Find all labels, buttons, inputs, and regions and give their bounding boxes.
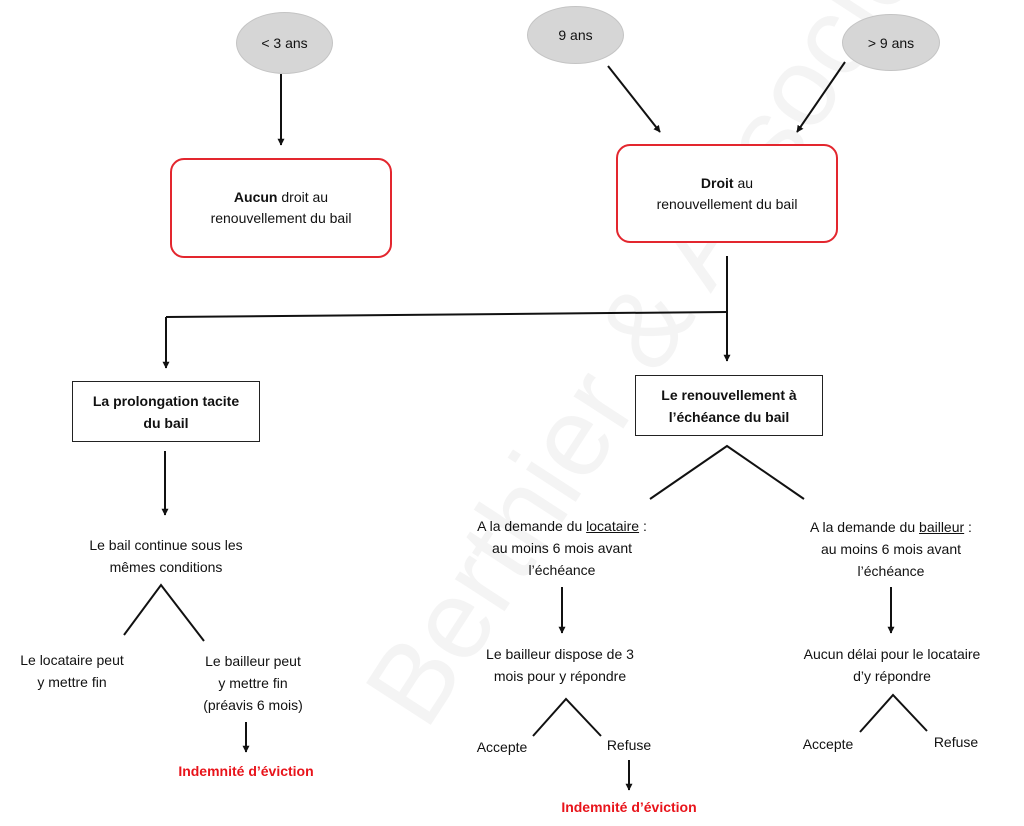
aucun-delai-line2: d’y répondre: [853, 668, 931, 684]
right-accepte-label: Accepte: [802, 736, 854, 752]
duration-gt9-label: > 9 ans: [867, 34, 915, 51]
indemnite-mid-text: Indemnité d’éviction: [561, 799, 697, 815]
right-bold: Droit: [700, 174, 734, 191]
aucun-delai-text: Aucun délai pour le locataire d’y répond…: [782, 643, 1002, 687]
prolongation-box: La prolongation tacite du bail: [72, 381, 260, 442]
no-right-line2: renouvellement du bail: [210, 210, 352, 226]
arrow-gt9-to-right: [796, 61, 846, 133]
right-line2: renouvellement du bail: [656, 195, 798, 212]
aucun-delai-line1: Aucun délai pour le locataire: [803, 646, 981, 662]
mid-accepte-label: Accepte: [476, 739, 528, 755]
fork-renouvellement: [649, 444, 805, 500]
bail-continue-text: Le bail continue sous les mêmes conditio…: [60, 534, 272, 578]
bailleur-fin-text: Le bailleur peut y mettre fin (préavis 6…: [180, 650, 326, 716]
no-right-rest: droit au: [277, 189, 329, 205]
renouvellement-line1: Le renouvellement à: [661, 386, 797, 403]
fork-bailleur-dispose: [532, 697, 602, 737]
duration-9-node: 9 ans: [527, 6, 624, 64]
demande-locataire-suffix: :: [639, 518, 647, 534]
demande-bailleur-who: bailleur: [919, 519, 965, 535]
no-right-bold: Aucun: [233, 189, 278, 205]
demande-bailleur-line2: au moins 6 mois avant: [820, 541, 962, 557]
duration-9-label: 9 ans: [558, 27, 593, 43]
locataire-fin-text: Le locataire peut y mettre fin: [2, 649, 142, 693]
demande-bailleur-text: A la demande du bailleur : au moins 6 mo…: [780, 516, 1002, 582]
duration-lt3-label: < 3 ans: [261, 35, 308, 51]
duration-lt3-node: < 3 ans: [236, 12, 333, 74]
right-rest: au: [733, 174, 754, 191]
no-right-box: Aucun droit au renouvellement du bail: [170, 158, 392, 258]
right-box: Droit au renouvellement du bail: [616, 144, 838, 243]
demande-locataire-who: locataire: [586, 518, 640, 534]
fork-continue: [123, 583, 205, 642]
demande-bailleur-line3: l’échéance: [857, 563, 925, 579]
bailleur-dispose-line2: mois pour y répondre: [493, 668, 627, 684]
renouvellement-line2: l’échéance du bail: [668, 408, 790, 425]
bailleur-fin-line3: (préavis 6 mois): [203, 697, 303, 713]
connector-horizontal: [165, 311, 728, 318]
locataire-fin-line2: y mettre fin: [37, 674, 107, 690]
renouvellement-box: Le renouvellement à l’échéance du bail: [635, 375, 823, 436]
bailleur-fin-line1: Le bailleur peut: [205, 653, 301, 669]
duration-gt9-node: > 9 ans: [842, 14, 940, 71]
prolongation-line1: La prolongation tacite: [92, 392, 240, 409]
demande-locataire-text: A la demande du locataire : au moins 6 m…: [448, 515, 676, 581]
demande-locataire-line3: l’échéance: [528, 562, 596, 578]
bail-continue-line2: mêmes conditions: [109, 559, 223, 575]
bailleur-dispose-line1: Le bailleur dispose de 3: [486, 646, 634, 662]
demande-bailleur-prefix: A la demande du: [810, 519, 920, 535]
locataire-fin-line1: Le locataire peut: [20, 652, 124, 668]
demande-locataire-prefix: A la demande du: [477, 518, 587, 534]
fork-aucun-delai: [859, 693, 928, 733]
indemnite-left-text: Indemnité d’éviction: [178, 763, 314, 779]
arrow-9-to-right: [607, 65, 661, 133]
prolongation-line2: du bail: [143, 414, 189, 431]
bail-continue-line1: Le bail continue sous les: [89, 537, 243, 553]
bailleur-fin-line2: y mettre fin: [218, 675, 288, 691]
demande-locataire-line2: au moins 6 mois avant: [491, 540, 633, 556]
bailleur-dispose-text: Le bailleur dispose de 3 mois pour y rép…: [460, 643, 660, 687]
mid-refuse-label: Refuse: [606, 737, 652, 753]
demande-bailleur-suffix: :: [964, 519, 972, 535]
right-refuse-label: Refuse: [933, 734, 979, 750]
